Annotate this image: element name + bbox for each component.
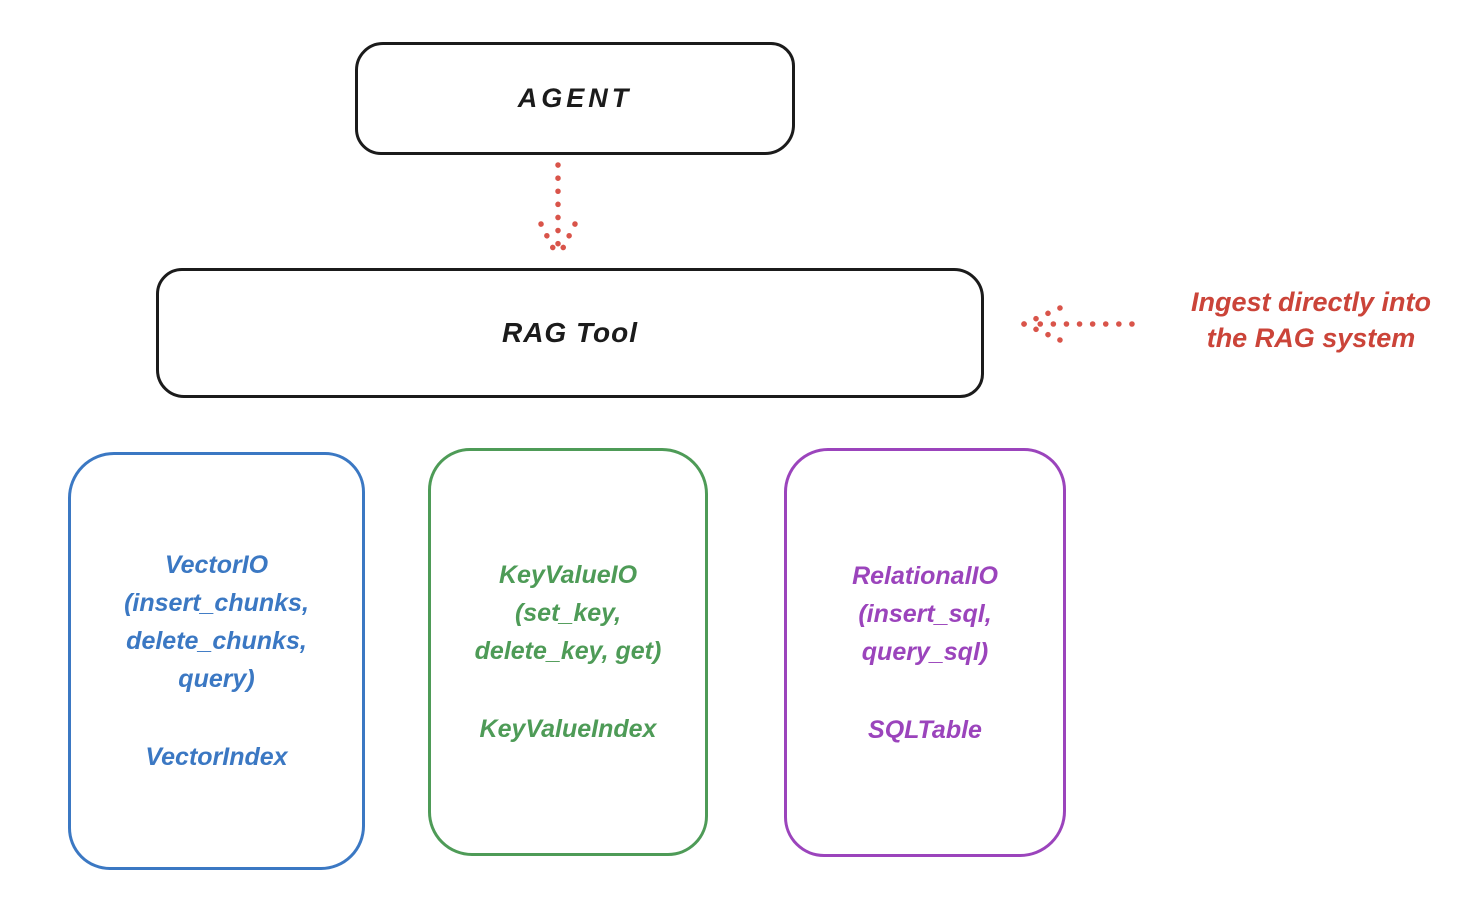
- relational-io-methods-line1: (insert_sql,: [858, 599, 992, 628]
- agent-node: AGENT: [355, 42, 795, 155]
- keyvalue-io-title: KeyValueIO: [498, 561, 638, 589]
- agent-node-label: AGENT: [517, 83, 633, 113]
- keyvalue-index-label: KeyValueIndex: [479, 715, 657, 743]
- relational-io-node: RelationalIO (insert_sql, query_sql) SQL…: [784, 448, 1066, 857]
- rag-tool-node-label: RAG Tool: [501, 317, 639, 348]
- vector-io-methods-line2: delete_chunks,: [126, 627, 307, 655]
- ingest-annotation-line1: Ingest directly into: [1190, 287, 1432, 317]
- vector-io-methods-line3: query): [178, 665, 255, 693]
- relational-io-methods-line2: query_sql): [861, 637, 989, 666]
- vector-io-methods-line1: (insert_chunks,: [124, 589, 309, 617]
- ingest-annotation: Ingest directly into the RAG system: [1138, 284, 1484, 356]
- dotted-arrow-down-icon: [538, 162, 578, 261]
- rag-tool-node: RAG Tool: [156, 268, 984, 398]
- vector-io-title: VectorIO: [164, 551, 269, 579]
- vector-io-node: VectorIO (insert_chunks, delete_chunks, …: [68, 452, 365, 870]
- vector-index-label: VectorIndex: [145, 743, 288, 771]
- keyvalue-io-methods-line2: delete_key, get): [474, 637, 662, 665]
- ingest-annotation-line2: the RAG system: [1206, 323, 1416, 353]
- dotted-arrow-left-icon: [1021, 305, 1135, 343]
- keyvalue-io-methods-line1: (set_key,: [514, 599, 622, 627]
- relational-io-title: RelationalIO: [852, 561, 998, 590]
- keyvalue-io-node: KeyValueIO (set_key, delete_key, get) Ke…: [428, 448, 708, 856]
- sql-table-label: SQLTable: [868, 715, 982, 744]
